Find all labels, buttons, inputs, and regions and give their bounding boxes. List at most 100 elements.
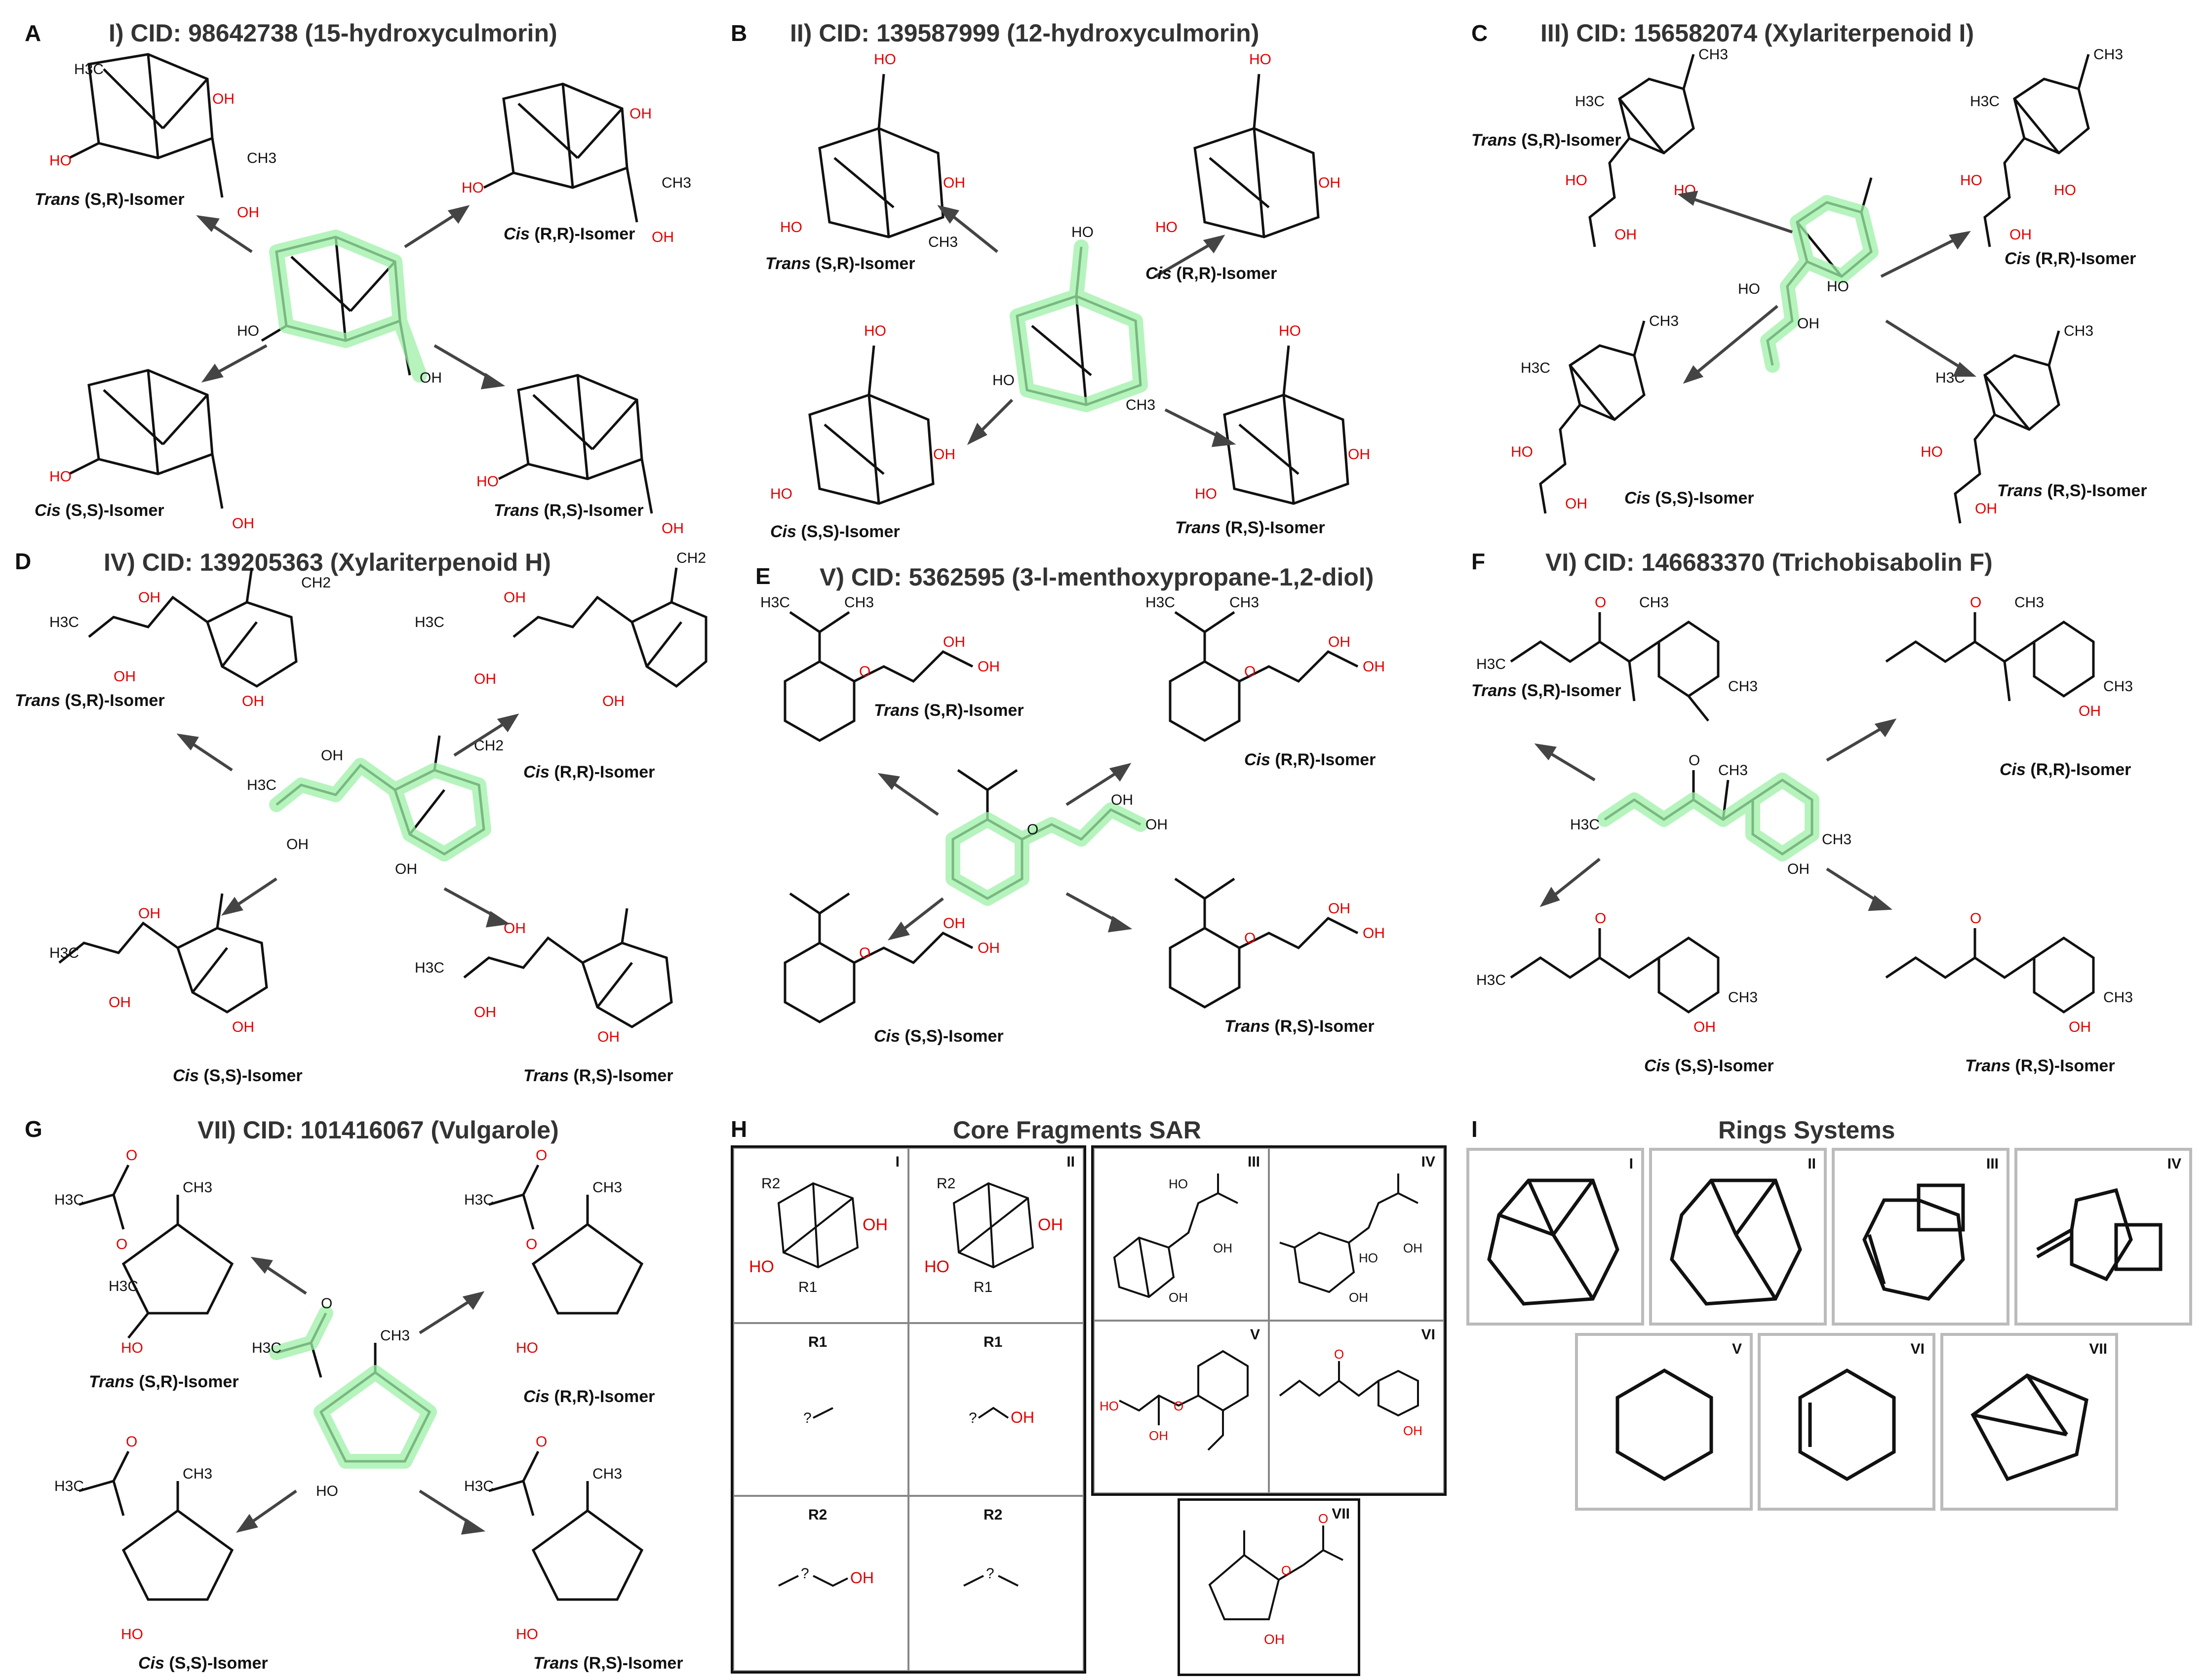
fragment-tag: V: [1250, 1327, 1260, 1343]
oh-label: OH: [1038, 1215, 1063, 1234]
o-label: O: [1970, 594, 1981, 611]
isomer-label: Cis (S,S)-Isomer: [1644, 1056, 1774, 1075]
o-label: O: [1334, 1347, 1344, 1362]
oh-label: OH: [321, 747, 343, 764]
r1-label: R1: [974, 1279, 992, 1295]
ring-tag: IV: [2167, 1156, 2181, 1172]
ring-vii-shape: [1970, 1373, 2088, 1482]
panel-title: VI) CID: 146683370 (Trichobisabolin F): [1545, 548, 1993, 576]
fragment-i-structure: R2 OH HO R1: [749, 1175, 888, 1295]
o-label: O: [1689, 752, 1700, 769]
ring-system-iv: IV: [2014, 1148, 2192, 1326]
oh-label: OH: [943, 915, 965, 932]
isomer-label: Cis (R,R)-Isomer: [523, 1387, 655, 1406]
oh-label: OH: [1264, 1632, 1285, 1647]
panel-title: Rings Systems: [1718, 1116, 1895, 1144]
oh-label: OH: [863, 1215, 888, 1234]
oh-label: OH: [138, 905, 160, 922]
ho-label: HO: [237, 323, 259, 339]
r2-header: R2: [984, 1507, 1003, 1523]
ch2-label: CH2: [676, 550, 706, 566]
ho-label: HO: [316, 1483, 338, 1499]
h3c-label: H3C: [1570, 817, 1600, 833]
h3c-label: H3C: [415, 960, 444, 976]
h3c-label: H3C: [1970, 93, 2000, 110]
ch3-label: CH3: [2014, 594, 2044, 611]
isomer-label: Trans (R,S)-Isomer: [1175, 518, 1325, 537]
ch3-label: CH3: [1822, 831, 1851, 848]
ho-label: HO: [1195, 486, 1217, 502]
fragment-cell-i: I R2 OH HO R1: [733, 1148, 908, 1323]
ho-label: HO: [1921, 444, 1943, 460]
oh-label: OH: [1318, 175, 1340, 191]
isomer-label: Cis (R,R)-Isomer: [504, 225, 635, 243]
panel-letter: D: [15, 548, 32, 574]
oh-label: OH: [1149, 1428, 1168, 1443]
oh-label: OH: [1787, 861, 1810, 877]
isomer-label: Trans (S,R)-Isomer: [89, 1372, 239, 1391]
ho-label: HO: [2054, 182, 2076, 198]
ch3-label: CH3: [2064, 323, 2093, 339]
ho-label: HO: [516, 1340, 538, 1356]
ch3-label: CH3: [183, 1179, 212, 1196]
oh-label: OH: [1328, 634, 1350, 650]
oh-label: OH: [420, 370, 442, 386]
oh-label: OH: [652, 229, 674, 245]
ho-label: HO: [1738, 281, 1760, 297]
fragment-tag: VI: [1421, 1327, 1435, 1343]
h3c-label: H3C: [74, 61, 104, 78]
ho-label: HO: [516, 1626, 538, 1642]
isomer-label: Trans (R,S)-Isomer: [1224, 1017, 1375, 1036]
ch3-label: CH3: [183, 1466, 212, 1482]
oh-label: OH: [114, 668, 136, 685]
ch3-label: CH3: [380, 1328, 410, 1344]
fragment-iv-structure: HO OH OH: [1279, 1173, 1422, 1305]
ch3-label: CH3: [2103, 678, 2133, 695]
ch3-label: CH3: [1649, 313, 1679, 329]
oh-label: OH: [2069, 1019, 2091, 1035]
oh-label: HO: [1279, 323, 1301, 339]
o-label: O: [1244, 664, 1256, 680]
ch3-label: CH3: [1728, 678, 1758, 695]
r1-cell-ii: R1 ? OH: [908, 1323, 1084, 1496]
oh-label: OH: [242, 693, 264, 709]
fragment-tag: I: [895, 1154, 900, 1170]
isomer-label: Trans (R,S)-Isomer: [494, 501, 644, 520]
xylariterpenoid-i-structure: H3C CH3 HO OH HO H3C CH3 HO OH HO HO OH …: [1511, 46, 2123, 524]
o-label: O: [536, 1147, 547, 1164]
h3c-label: H3C: [1145, 594, 1175, 611]
fragment-v-structure: O HO OH: [1100, 1350, 1249, 1451]
hydroxyculmorin-structure: HO HO OH CH3 HO HO OH HO HO CH3 HO HO OH…: [770, 51, 1370, 505]
ch3-label: CH3: [247, 150, 276, 166]
ho-label: HO: [924, 1257, 949, 1276]
oh-label: OH: [978, 940, 1000, 956]
ch3-label: CH3: [844, 594, 874, 611]
ring-tag: I: [1629, 1156, 1633, 1172]
ch3-label: CH3: [928, 234, 958, 250]
ch2-label: CH2: [301, 575, 331, 591]
fragment-tag: II: [1066, 1154, 1075, 1170]
oh-label: OH: [138, 589, 160, 606]
isomer-label: Trans (S,R)-Isomer: [874, 701, 1024, 720]
oh-label: OH: [602, 693, 625, 709]
isomer-label: Trans (R,S)-Isomer: [1965, 1056, 2115, 1075]
oh-label: OH: [1213, 1241, 1232, 1255]
o-label: O: [1595, 594, 1606, 611]
oh-label: OH: [630, 106, 652, 122]
h3c-label: H3C: [1476, 656, 1506, 672]
isomer-label: Cis (R,R)-Isomer: [2000, 760, 2131, 779]
fragment-tag: III: [1247, 1154, 1260, 1170]
fragment-cell-iii: III HO OH OH: [1094, 1148, 1269, 1321]
ch3-label: CH3: [662, 175, 691, 191]
oh-label: OH: [933, 446, 955, 463]
culmorin-structure: HO H3C OH OH CH3 HO OH OH CH3 HO OH HO O…: [49, 53, 691, 537]
oh-label: OH: [662, 520, 684, 537]
ho-label: HO: [1169, 1176, 1188, 1191]
panel-letter: A: [25, 20, 41, 46]
ho-label: HO: [121, 1340, 143, 1356]
h3c-label: H3C: [247, 777, 276, 793]
o-label: O: [1595, 910, 1606, 927]
panel-h: H Core Fragments SAR I R2 OH HO R1 II R2…: [721, 1106, 1452, 1679]
oh-label: OH: [1328, 900, 1350, 917]
ho-label: HO: [992, 372, 1015, 389]
